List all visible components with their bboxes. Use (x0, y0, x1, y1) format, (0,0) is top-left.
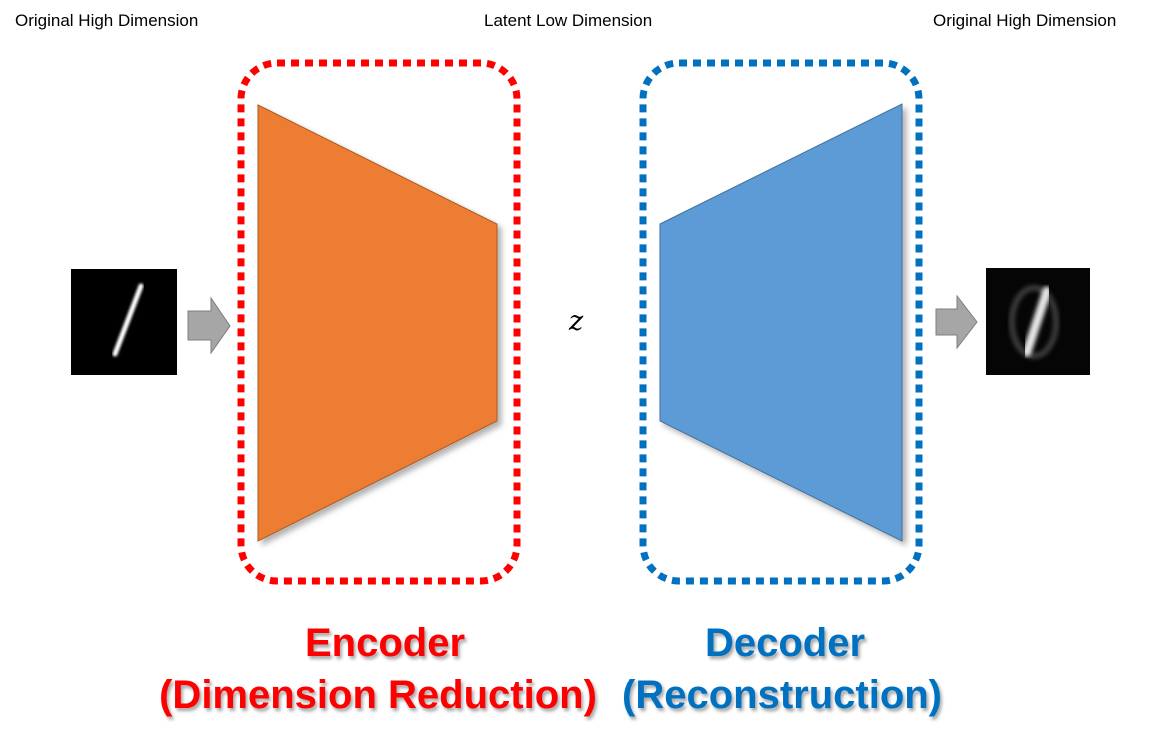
latent-z-label: z (569, 306, 584, 337)
encoder-title: Encoder (304, 621, 466, 665)
decoder-subtitle: (Reconstruction) (622, 673, 942, 717)
input-arrow-icon (187, 296, 231, 355)
encoder-trapezoid (257, 104, 498, 542)
output-digit-image (986, 268, 1090, 375)
decoder-title: Decoder (704, 621, 866, 665)
input-dimension-label: Original High Dimension (15, 11, 199, 30)
encoder-frame (237, 59, 521, 585)
decoder-frame (639, 59, 923, 585)
input-digit-image (71, 269, 177, 375)
output-arrow-icon (935, 294, 978, 350)
decoder-trapezoid (659, 103, 903, 542)
latent-dimension-label: Latent Low Dimension (484, 11, 653, 30)
output-dimension-label: Original High Dimension (933, 11, 1117, 30)
encoder-subtitle: (Dimension Reduction) (159, 673, 597, 717)
